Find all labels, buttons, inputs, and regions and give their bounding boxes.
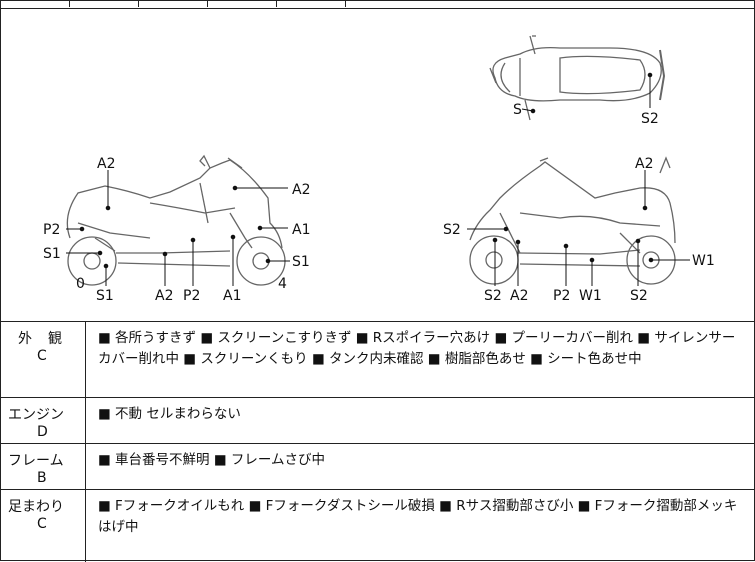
- section-notes: ■ 各所うすきず ■ スクリーンこすりきず ■ Rスポイラー穴あけ ■ プーリー…: [98, 330, 736, 367]
- top-view-markers: [521, 72, 653, 114]
- category-grade: D: [37, 424, 48, 440]
- label-right-a2-bottom: A2: [510, 288, 528, 304]
- label-left-a2-top: A2: [97, 156, 115, 172]
- label-left-s1: S1: [43, 246, 61, 262]
- category-name: 足まわり: [8, 499, 64, 515]
- label-top-s2: S2: [641, 111, 659, 127]
- label-right-s2-bottom-1: S2: [484, 288, 502, 304]
- section-category: 外 観 C: [0, 322, 86, 398]
- category-name: 外 観: [18, 331, 63, 347]
- section-notes: ■ 車台番号不鮮明 ■ フレームさび中: [98, 452, 325, 468]
- section-category: エンジン D: [0, 398, 86, 444]
- label-left-s1-rear: S1: [292, 254, 310, 270]
- category-grade: C: [37, 516, 47, 532]
- section-category: フレーム B: [0, 444, 86, 490]
- section-engine: エンジン D ■ 不動 セルまわらない: [0, 397, 755, 444]
- label-right-a2: A2: [635, 156, 653, 172]
- label-right-s2: S2: [443, 222, 461, 238]
- scooter-right-side-view: [469, 156, 676, 285]
- label-left-p2-bottom: P2: [183, 288, 200, 304]
- scooter-top-view: [489, 35, 666, 121]
- section-frame: フレーム B ■ 車台番号不鮮明 ■ フレームさび中: [0, 443, 755, 490]
- label-left-a1: A1: [292, 222, 310, 238]
- section-notes: ■ 不動 セルまわらない: [98, 406, 241, 422]
- category-grade: B: [37, 470, 47, 486]
- label-left-a2-bottom: A2: [155, 288, 173, 304]
- label-left-s1-bottom: S1: [96, 288, 114, 304]
- right-view-markers: [467, 170, 690, 286]
- category-name: フレーム: [8, 453, 64, 469]
- section-exterior: 外 観 C ■ 各所うすきず ■ スクリーンこすりきず ■ Rスポイラー穴あけ …: [0, 321, 755, 398]
- label-left-a1-bottom: A1: [223, 288, 241, 304]
- section-notes: ■ Fフォークオイルもれ ■ Fフォークダストシール破損 ■ Rサス摺動部さび小…: [98, 498, 738, 535]
- label-right-p2-bottom: P2: [553, 288, 570, 304]
- damage-diagram: S S2: [0, 8, 755, 304]
- label-top-s: S: [513, 102, 522, 118]
- header-row-fragment: [0, 0, 755, 8]
- label-left-four: 4: [278, 276, 287, 292]
- section-category: 足まわり C: [0, 490, 86, 562]
- left-view-markers: [66, 170, 290, 286]
- scooter-left-side-view: [66, 154, 286, 286]
- category-name: エンジン: [8, 407, 64, 423]
- label-left-a2-body: A2: [292, 182, 310, 198]
- label-right-s2-bottom-2: S2: [630, 288, 648, 304]
- category-grade: C: [37, 348, 47, 364]
- label-left-zero: 0: [76, 276, 85, 292]
- label-right-w1-bottom: W1: [579, 288, 602, 304]
- section-suspension: 足まわり C ■ Fフォークオイルもれ ■ Fフォークダストシール破損 ■ Rサ…: [0, 489, 755, 562]
- label-left-p2: P2: [43, 222, 60, 238]
- label-right-w1: W1: [692, 253, 715, 269]
